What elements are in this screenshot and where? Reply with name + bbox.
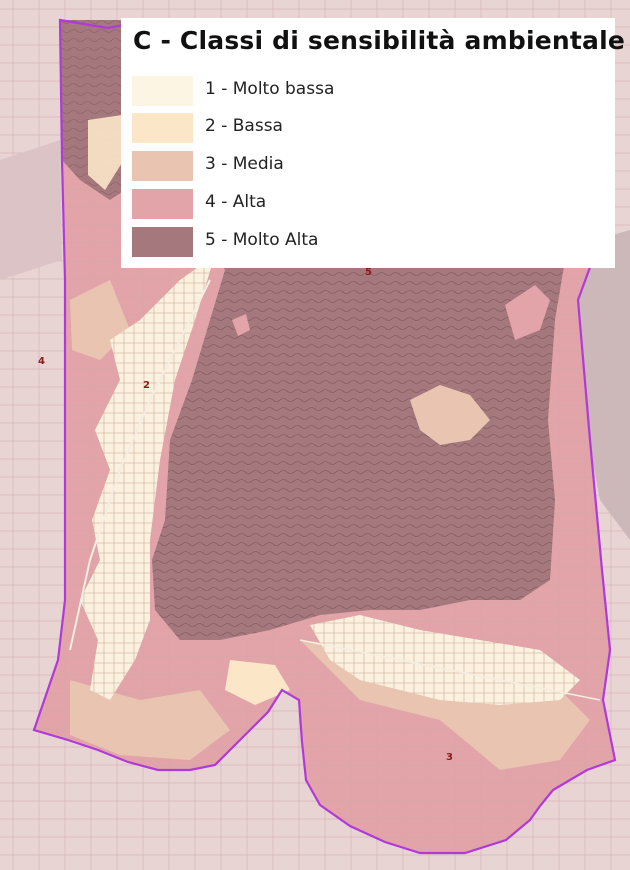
clearing-central (410, 385, 490, 445)
legend-label-bassa: 2 - Bassa (205, 116, 283, 136)
legend-item-media: 3 - Media (132, 151, 602, 181)
clearing-west (232, 314, 250, 336)
zone-label-2: 2 (143, 380, 150, 391)
outside-hill-west (0, 140, 62, 280)
legend-panel: C - Classi di sensibilità ambientale 1 -… (121, 18, 625, 268)
legend-item-molto-alta: 5 - Molto Alta (132, 227, 602, 257)
legend-label-media: 3 - Media (205, 154, 284, 174)
legend-title: C - Classi di sensibilità ambientale (133, 26, 626, 55)
clearing-north-east (505, 285, 550, 340)
south-road (299, 639, 601, 701)
legend-item-alta: 4 - Alta (132, 189, 602, 219)
zone-label-3: 3 (446, 752, 453, 763)
legend-swatch-bassa (132, 113, 193, 143)
zone-bassa-urban-west (80, 255, 215, 700)
legend-swatch-molto-bassa (132, 76, 193, 106)
legend-item-molto-bassa: 1 - Molto bassa (132, 76, 602, 106)
legend-swatch-molto-alta (132, 227, 193, 257)
municipal-boundary (32, 18, 617, 855)
legend-label-molto-bassa: 1 - Molto bassa (205, 79, 335, 99)
legend-item-bassa: 2 - Bassa (132, 113, 602, 143)
clearing-north-west (88, 115, 130, 190)
legend-label-molto-alta: 5 - Molto Alta (205, 230, 319, 250)
main-road (69, 279, 211, 651)
zone-bassa-central (225, 660, 290, 705)
zone-label-4: 4 (38, 356, 45, 367)
legend-label-alta: 4 - Alta (205, 192, 267, 212)
zone-label-5: 5 (365, 267, 372, 278)
legend-swatch-media (132, 151, 193, 181)
legend-swatch-alta (132, 189, 193, 219)
